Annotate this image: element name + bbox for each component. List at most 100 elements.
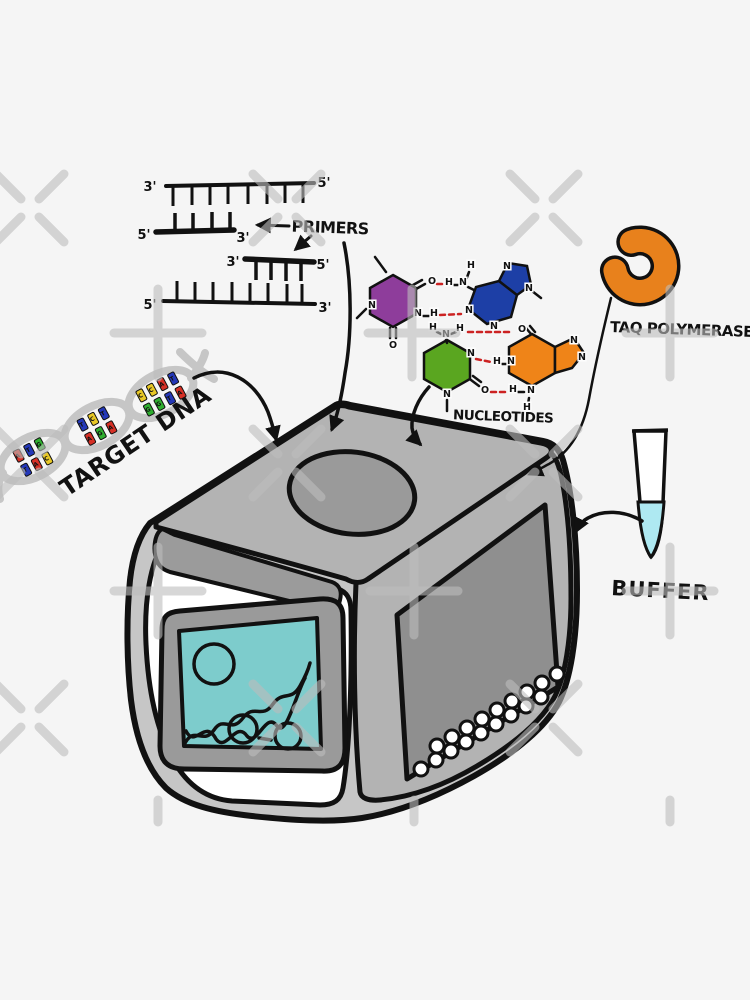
- base-letter: A: [176, 389, 184, 398]
- watermark-x: [505, 467, 540, 502]
- forward-primer-ticks: [173, 212, 232, 230]
- watermark-x: [34, 424, 69, 459]
- atom-label: H: [523, 402, 531, 413]
- watermark-x: [505, 722, 540, 757]
- atom-label: N: [414, 308, 422, 319]
- forward-primer: [153, 227, 237, 235]
- vent-hole: [428, 737, 446, 755]
- base-bar: [87, 411, 100, 426]
- strand4-left-end-label: 5': [143, 298, 156, 313]
- base-letter: T: [78, 421, 86, 430]
- base-letter: T: [169, 375, 177, 384]
- helix-tail-left: [0, 469, 7, 503]
- arrow-buffer-to-machine: [574, 510, 644, 534]
- strand3-right-end-label: 5': [316, 258, 329, 273]
- cytosine-ring: [422, 338, 472, 394]
- atom-label: H: [509, 384, 517, 395]
- atom-label: H: [456, 323, 464, 334]
- vent-hole: [442, 742, 460, 760]
- watermark-x: [291, 169, 326, 204]
- vent-hole: [412, 760, 430, 778]
- tube-liquid: [636, 500, 666, 560]
- watermark-layer: [0, 169, 719, 827]
- strand3-left-end-label: 3': [226, 255, 239, 270]
- watermark-x: [291, 212, 326, 247]
- vent-hole: [427, 751, 445, 769]
- atom-label: O: [389, 340, 397, 351]
- base-bar: [84, 431, 97, 446]
- base-letter: T: [166, 394, 174, 403]
- atom-label: N: [490, 321, 498, 332]
- vent-hole: [473, 710, 491, 728]
- base-bar: [76, 417, 89, 432]
- atom-label: N: [578, 352, 586, 363]
- vent-hole: [458, 719, 476, 737]
- atom-label: N: [507, 356, 515, 367]
- watermark-x: [505, 424, 540, 459]
- template-strand-top: [164, 181, 316, 188]
- watermark-x: [548, 679, 583, 714]
- watermark-x: [0, 467, 26, 500]
- watermark-x: [505, 169, 540, 204]
- thermocycler-machine: [124, 400, 580, 824]
- atom-label: N: [467, 348, 475, 359]
- guanine-ring-pent: [553, 336, 586, 375]
- watermark-x: [548, 169, 583, 204]
- vent-hole: [488, 701, 506, 719]
- base-bar: [164, 391, 176, 406]
- atom-label: H: [493, 356, 501, 367]
- base-letter: T: [22, 466, 30, 475]
- watermark-x: [34, 722, 69, 757]
- watermark-x: [0, 171, 26, 204]
- atom-label: O: [481, 385, 489, 396]
- watermark-x: [548, 467, 583, 502]
- watermark-x: [0, 426, 26, 459]
- watermark-x: [248, 169, 283, 204]
- watermark-x: [34, 212, 69, 247]
- watermark-x: [505, 212, 540, 247]
- base-bar: [135, 388, 148, 403]
- template-strand-bottom-ticks: [175, 281, 304, 303]
- base-letter: A: [107, 424, 115, 433]
- screen-circle-large: [192, 642, 236, 686]
- base-bar: [23, 442, 36, 457]
- atom-label: N: [368, 300, 376, 311]
- template-strand-bottom: [161, 299, 317, 306]
- strand2-left-end-label: 5': [137, 228, 150, 243]
- watermark-x: [291, 722, 326, 757]
- atom-label: H: [445, 277, 453, 288]
- tube-rim: [631, 428, 669, 433]
- watermark-x: [34, 679, 69, 714]
- taq-polymerase: TAQ POLYMERASE: [599, 225, 750, 341]
- base-letter: C: [43, 455, 51, 464]
- arrow-nucleotides-to-machine: [405, 385, 431, 447]
- watermark-x: [34, 169, 69, 204]
- vent-hole: [502, 706, 520, 724]
- atom-label: O: [428, 276, 436, 287]
- base-letter: G: [96, 429, 104, 438]
- watermark-x: [0, 722, 26, 755]
- base-bar: [146, 382, 158, 397]
- watermark-x: [291, 679, 326, 714]
- vent-hole: [472, 724, 490, 742]
- base-letter: A: [32, 460, 40, 469]
- guanine-ring-hex: [507, 332, 557, 388]
- atom-label: N: [527, 385, 535, 396]
- watermark-x: [34, 467, 69, 502]
- base-letter: T: [100, 409, 108, 418]
- watermark-x: [248, 679, 283, 714]
- atom-label: N: [525, 283, 533, 294]
- arrow-primers-to-machine: [329, 241, 352, 432]
- atom-label: N: [503, 261, 511, 272]
- watermark-x: [291, 467, 326, 502]
- arrow-helix-to-machine: [192, 370, 281, 443]
- base-bar: [167, 371, 179, 386]
- base-letter: A: [158, 380, 166, 389]
- watermark-x: [248, 722, 283, 757]
- nucleotides-label: NUCLEOTIDES: [453, 407, 554, 426]
- hydrogen-bonds: [435, 282, 515, 394]
- strand4-right-end-label: 3': [318, 301, 331, 316]
